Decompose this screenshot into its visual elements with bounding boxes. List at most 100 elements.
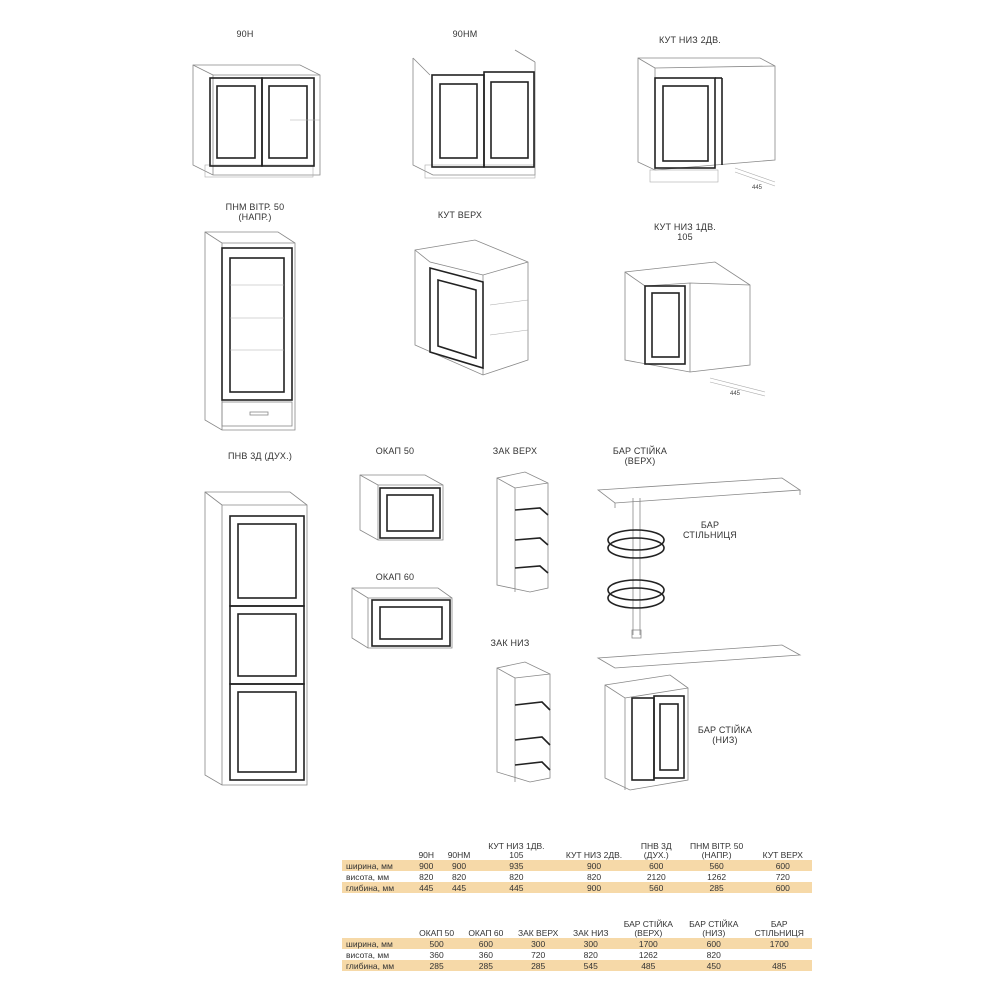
row-label: ширина, мм xyxy=(342,860,412,871)
cabinet-kut-verh-drawing xyxy=(414,239,529,376)
table-cell: 820 xyxy=(477,871,556,882)
label-bar-stilnytsia: БАР СТІЛЬНИЦЯ xyxy=(683,520,737,540)
table-cell: 1262 xyxy=(615,949,682,960)
table-cell: 285 xyxy=(510,960,566,971)
table-cell: 1700 xyxy=(615,938,682,949)
label-zak-niz: ЗАК НИЗ xyxy=(490,638,530,648)
table-cell: 820 xyxy=(681,949,747,960)
cabinet-kut-niz-2dv-drawing xyxy=(637,57,776,187)
label-bar-stiyka-niz: БАР СТІЙКА (НИЗ) xyxy=(697,725,753,745)
row-label: ширина, мм xyxy=(342,938,412,949)
spec-table-2: ОКАП 50 ОКАП 60 ЗАК ВЕРХ ЗАК НИЗ БАР СТІ… xyxy=(342,916,812,971)
table-cell: 820 xyxy=(565,949,616,960)
table-header-cell: КУТ ВЕРХ xyxy=(762,850,803,860)
label-kut-niz-2dv: КУТ НИЗ 2ДВ. xyxy=(659,35,721,45)
table-cell: 600 xyxy=(632,860,680,871)
table-cell xyxy=(746,949,812,960)
table-cell: 450 xyxy=(681,960,747,971)
label-90h: 90Н xyxy=(236,29,254,39)
row-label: глибина, мм xyxy=(342,882,412,893)
table-header-row: 90Н 90НМ КУТ НИЗ 1ДВ. 105 КУТ НИЗ 2ДВ. П… xyxy=(342,838,812,860)
table-cell: 1700 xyxy=(746,938,812,949)
table-cell: 500 xyxy=(412,938,462,949)
dim-445-a: 445 xyxy=(752,185,763,191)
table-cell: 300 xyxy=(510,938,566,949)
table-header-cell: 90НМ xyxy=(447,850,471,860)
cabinet-okap60-drawing xyxy=(351,587,453,649)
cabinet-zak-verh-drawing xyxy=(496,471,549,593)
table-cell: 1262 xyxy=(679,871,754,882)
table-cell: 445 xyxy=(412,882,441,893)
cabinet-okap50-drawing xyxy=(359,474,444,541)
table-cell: 545 xyxy=(565,960,616,971)
table-cell: 285 xyxy=(412,960,462,971)
table-header-row: ОКАП 50 ОКАП 60 ЗАК ВЕРХ ЗАК НИЗ БАР СТІ… xyxy=(342,916,812,938)
table-cell: 600 xyxy=(681,938,747,949)
table-header-cell: ЗАК НИЗ xyxy=(572,928,609,938)
table-header-cell: КУТ НИЗ 1ДВ. 105 xyxy=(488,841,545,860)
label-kut-niz-1dv: КУТ НИЗ 1ДВ. 105 xyxy=(654,222,716,242)
cabinet-pnv-3d-drawing xyxy=(204,491,308,786)
cabinet-90hm-drawing xyxy=(412,49,536,179)
table-header-cell: ОКАП 50 xyxy=(419,928,455,938)
table-cell: 285 xyxy=(679,882,754,893)
table-cell: 285 xyxy=(461,960,511,971)
table-cell: 600 xyxy=(753,882,812,893)
label-kut-verh: КУТ ВЕРХ xyxy=(437,210,483,220)
table-cell: 560 xyxy=(632,882,680,893)
table-cell: 600 xyxy=(461,938,511,949)
row-label: висота, мм xyxy=(342,949,412,960)
table-cell: 900 xyxy=(555,882,633,893)
table-cell: 300 xyxy=(565,938,616,949)
label-okap50: ОКАП 50 xyxy=(375,446,415,456)
table-cell: 900 xyxy=(440,860,478,871)
table-header-cell: БАР СТІЛЬНИЦЯ xyxy=(754,919,804,938)
table-row: ширина, мм 900 900 935 900 600 560 600 xyxy=(342,860,812,871)
row-label: висота, мм xyxy=(342,871,412,882)
dim-445-b: 445 xyxy=(730,391,741,397)
table-cell: 900 xyxy=(555,860,633,871)
cabinet-kut-niz-1dv-drawing xyxy=(624,261,766,397)
table-header-cell: КУТ НИЗ 2ДВ. xyxy=(565,850,623,860)
label-pnm-vitr: ПНМ ВІТР. 50 (НАПР.) xyxy=(225,202,285,222)
table-cell: 720 xyxy=(510,949,566,960)
table-header-cell: ОКАП 60 xyxy=(468,928,504,938)
label-bar-stiyka-verh: БАР СТІЙКА (ВЕРХ) xyxy=(612,446,668,466)
table-cell: 360 xyxy=(461,949,511,960)
table-row: ширина, мм 500 600 300 300 1700 600 1700 xyxy=(342,938,812,949)
table-row: висота, мм 360 360 720 820 1262 820 xyxy=(342,949,812,960)
label-zak-verh: ЗАК ВЕРХ xyxy=(492,446,538,456)
label-90hm: 90НМ xyxy=(452,29,478,39)
table-cell: 820 xyxy=(412,871,441,882)
table-header-cell: ПНМ ВІТР. 50 (НАПР.) xyxy=(690,841,744,860)
table-cell: 445 xyxy=(477,882,556,893)
table-cell: 935 xyxy=(477,860,556,871)
table-header-cell: ПНВ 3Д (ДУХ.) xyxy=(640,841,672,860)
table-header-cell: ЗАК ВЕРХ xyxy=(517,928,559,938)
table-header-cell: БАР СТІЙКА (ВЕРХ) xyxy=(623,919,673,938)
table-cell: 2120 xyxy=(632,871,680,882)
table-cell: 820 xyxy=(440,871,478,882)
label-okap60: ОКАП 60 xyxy=(375,572,415,582)
table-cell: 560 xyxy=(679,860,754,871)
table-cell: 445 xyxy=(440,882,478,893)
table-cell: 360 xyxy=(412,949,462,960)
bar-top-drawing xyxy=(596,477,802,639)
table-cell: 720 xyxy=(753,871,812,882)
cabinet-pnm-vitr-drawing xyxy=(204,231,296,431)
cabinet-zak-niz-drawing xyxy=(496,661,551,783)
row-label: глибина, мм xyxy=(342,960,412,971)
table-row: висота, мм 820 820 820 820 2120 1262 720 xyxy=(342,871,812,882)
table-header-cell: 90Н xyxy=(418,850,435,860)
table-row: глибина, мм 445 445 445 900 560 285 600 xyxy=(342,882,812,893)
label-pnv-3d: ПНВ 3Д (ДУХ.) xyxy=(227,451,293,461)
bar-bottom-drawing xyxy=(596,644,802,791)
table-cell: 820 xyxy=(555,871,633,882)
cabinet-90h-drawing xyxy=(192,64,321,178)
table-row: глибина, мм 285 285 285 545 485 450 485 xyxy=(342,960,812,971)
table-cell: 485 xyxy=(746,960,812,971)
table-cell: 600 xyxy=(753,860,812,871)
table-cell: 485 xyxy=(615,960,682,971)
table-header-cell: БАР СТІЙКА (НИЗ) xyxy=(689,919,739,938)
